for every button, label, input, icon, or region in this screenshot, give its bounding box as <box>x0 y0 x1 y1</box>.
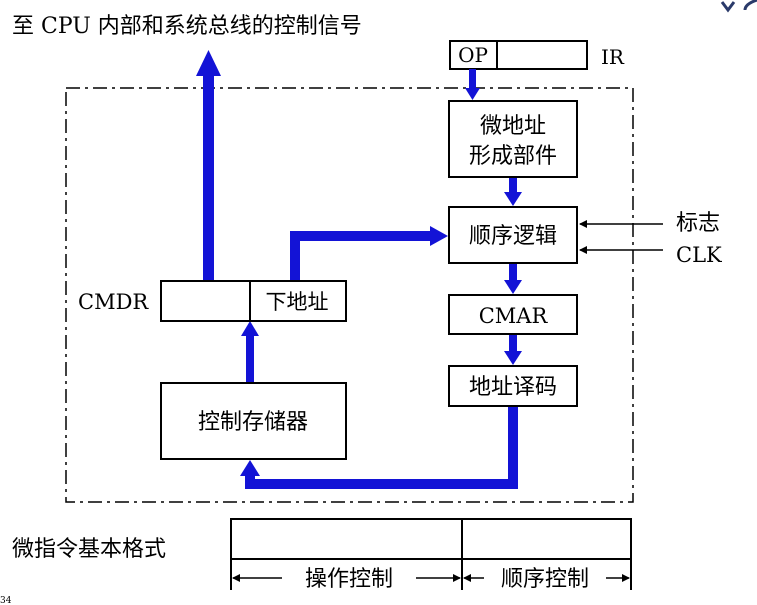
control-store-label: 控制存储器 <box>198 410 308 435</box>
sequence-logic-block: 顺序逻辑 <box>448 206 578 264</box>
control-store-block: 控制存储器 <box>160 382 347 460</box>
micro-address-block: 微地址 形成部件 <box>448 100 578 178</box>
data-flow-arrows <box>196 50 522 489</box>
address-decode-label: 地址译码 <box>469 375 557 400</box>
corner-logo-fragment <box>720 1 736 13</box>
sequence-control-field: 顺序控制 <box>501 567 589 592</box>
ir-register: OP <box>449 40 588 70</box>
cmdr-register: 下地址 <box>160 280 347 322</box>
page-number: 34 <box>0 596 12 605</box>
micro-address-line1: 微地址 <box>480 114 546 139</box>
micro-address-line2: 形成部件 <box>469 144 557 169</box>
ir-label: IR <box>601 45 625 69</box>
top-label: 至 CPU 内部和系统总线的控制信号 <box>12 14 362 39</box>
sequence-inputs: 标志 CLK <box>579 211 722 267</box>
microinstruction-format: 操作控制 顺序控制 <box>230 518 632 592</box>
flags-input-label: 标志 <box>676 211 720 236</box>
ir-op-field: OP <box>458 43 488 67</box>
operation-control-field: 操作控制 <box>305 567 393 592</box>
cmdr-label: CMDR <box>78 290 149 314</box>
cmar-label: CMAR <box>479 304 549 328</box>
cmar-block: CMAR <box>448 294 578 335</box>
clk-input-label: CLK <box>676 243 722 267</box>
corner-logo-fragment-2 <box>743 0 757 11</box>
next-address-field: 下地址 <box>266 290 329 314</box>
format-title: 微指令基本格式 <box>12 537 166 562</box>
address-decode-block: 地址译码 <box>448 365 578 407</box>
sequence-logic-label: 顺序逻辑 <box>469 224 557 249</box>
controller-boundary <box>65 87 634 503</box>
